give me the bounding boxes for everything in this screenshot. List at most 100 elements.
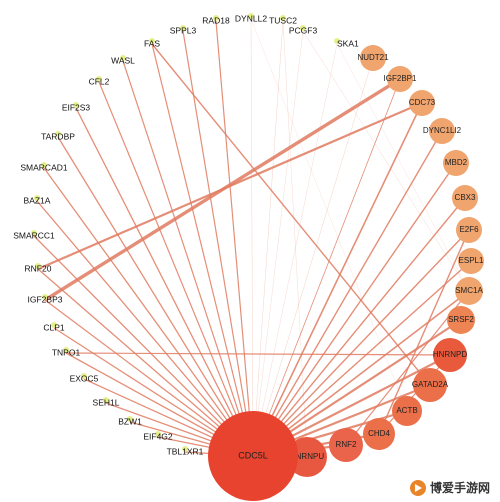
- node-marker: [31, 230, 37, 236]
- node-label: CBX3: [455, 193, 476, 202]
- node-marker: [51, 322, 57, 328]
- node-label: BAZ1A: [24, 195, 51, 205]
- edge-cdc5l-espl1: [252, 260, 472, 457]
- node-label: NUDT21: [357, 53, 389, 62]
- node-label: DYNC1LI2: [423, 126, 462, 135]
- node-rad18[interactable]: RAD18: [202, 15, 230, 25]
- edge-cdc5l-tardbp: [57, 136, 254, 457]
- edge-cdc5l-igf2bp1: [252, 78, 401, 457]
- node-label: EIF2S3: [62, 102, 91, 112]
- node-label: TARDBP: [41, 131, 75, 141]
- node-rnf20[interactable]: RNF20: [25, 263, 52, 273]
- node-tusc2[interactable]: TUSC2: [269, 15, 297, 25]
- node-marker: [73, 102, 79, 108]
- node-marker: [155, 431, 161, 437]
- hub-circle: [208, 411, 298, 501]
- node-marker: [180, 25, 186, 31]
- node-chd4[interactable]: CHD4: [363, 418, 395, 450]
- node-label: MBD2: [445, 158, 468, 167]
- node-srsf2[interactable]: SRSF2: [447, 306, 475, 334]
- node-label: RAD18: [202, 15, 230, 25]
- node-label: SMARCC1: [13, 230, 55, 240]
- node-pcgf3[interactable]: PCGF3: [289, 25, 318, 35]
- node-baz1a[interactable]: BAZ1A: [24, 195, 51, 205]
- node-marker: [300, 25, 306, 31]
- edge-cdc5l-smc1a: [252, 290, 470, 457]
- edge-cdc5l-fas: [151, 43, 254, 457]
- node-circle: [455, 277, 483, 305]
- node-hnrnpd[interactable]: HNRNPD: [433, 338, 467, 372]
- node-circle: [329, 428, 363, 462]
- edge-cdc5l-smarcc1: [33, 235, 254, 457]
- edge-cdc5l-rnf20: [37, 268, 254, 457]
- node-mbd2[interactable]: MBD2: [443, 150, 469, 176]
- node-espl1[interactable]: ESPL1: [458, 248, 484, 274]
- node-marker: [34, 195, 40, 201]
- node-tbl1xr1[interactable]: TBL1XR1: [167, 446, 204, 456]
- node-marker: [280, 15, 286, 21]
- node-ska1[interactable]: SKA1: [334, 38, 359, 48]
- node-exoc5[interactable]: EXOC5: [70, 373, 99, 383]
- node-circle: [433, 338, 467, 372]
- edge-cdc5l-baz1a: [36, 200, 254, 457]
- node-igf2bp3[interactable]: IGF2BP3: [28, 294, 63, 304]
- node-label: TNPO1: [52, 347, 81, 357]
- edge-cdc5l-cfl2: [98, 81, 254, 457]
- node-label: ESPL1: [459, 256, 484, 265]
- node-dynll2[interactable]: DYNLL2: [235, 13, 267, 23]
- node-cbx3[interactable]: CBX3: [452, 185, 478, 211]
- edge-tusc2-hnrnpu: [282, 20, 308, 458]
- node-tnpo1[interactable]: TNPO1: [52, 347, 81, 357]
- node-circle: [458, 248, 484, 274]
- edge-cdc5l-pcgf3: [252, 30, 304, 457]
- edge-chd4-e2f6: [378, 229, 470, 435]
- edge-cdc5l-smarcad1: [43, 167, 254, 457]
- node-seh1l[interactable]: SEH1L: [93, 397, 120, 407]
- node-tardbp[interactable]: TARDBP: [41, 131, 75, 141]
- node-actb[interactable]: ACTB: [392, 396, 422, 426]
- node-fas[interactable]: FAS: [144, 38, 160, 48]
- edge-dynll2-actb: [250, 18, 408, 412]
- node-cfl2[interactable]: CFL2: [89, 76, 110, 86]
- node-smc1a[interactable]: SMC1A: [455, 277, 483, 305]
- node-label: SMARCAD1: [20, 162, 68, 172]
- node-cdc5l-hub[interactable]: CDC5L: [208, 411, 298, 501]
- node-label: ACTB: [396, 406, 417, 415]
- node-gatad2a[interactable]: GATAD2A: [412, 368, 449, 402]
- node-marker: [81, 373, 87, 379]
- node-label: IGF2BP1: [384, 74, 417, 83]
- node-cdc73[interactable]: CDC73: [409, 90, 436, 116]
- node-rnf2[interactable]: RNF2: [329, 428, 363, 462]
- node-eif4g2[interactable]: EIF4G2: [143, 431, 173, 441]
- edge-cdc5l-wasl: [122, 60, 254, 457]
- node-sppl3[interactable]: SPPL3: [170, 25, 197, 35]
- node-eif2s3[interactable]: EIF2S3: [62, 102, 91, 112]
- node-label: CDC73: [409, 98, 436, 107]
- node-wasl[interactable]: WASL: [111, 55, 135, 65]
- node-smarcc1[interactable]: SMARCC1: [13, 230, 55, 240]
- edge-cdc5l-dync1li2: [252, 130, 443, 457]
- node-label: RNF20: [25, 263, 52, 273]
- node-label: HNRNPD: [433, 350, 467, 359]
- node-circle: [387, 66, 413, 92]
- node-circle: [443, 150, 469, 176]
- node-circle: [452, 185, 478, 211]
- node-bzw1[interactable]: BZW1: [118, 416, 142, 426]
- node-smarcad1[interactable]: SMARCAD1: [20, 162, 68, 172]
- node-marker: [334, 38, 340, 44]
- watermark-text: 博爱手游网: [429, 481, 490, 495]
- edge-ska1-smc1a: [336, 43, 470, 292]
- node-marker: [149, 38, 155, 44]
- node-marker: [55, 131, 61, 137]
- node-igf2bp1[interactable]: IGF2BP1: [384, 66, 417, 92]
- node-dync1li2[interactable]: DYNC1LI2: [423, 118, 462, 144]
- edge-cdc5l-nudt21: [252, 57, 374, 457]
- node-nudt21[interactable]: NUDT21: [357, 45, 389, 71]
- node-circle: [413, 368, 447, 402]
- node-marker: [213, 15, 219, 21]
- node-e2f6[interactable]: E2F6: [456, 217, 482, 243]
- node-clp1[interactable]: CLP1: [43, 322, 65, 332]
- edge-cdc5l-dynll2: [250, 18, 254, 457]
- node-marker: [96, 76, 102, 82]
